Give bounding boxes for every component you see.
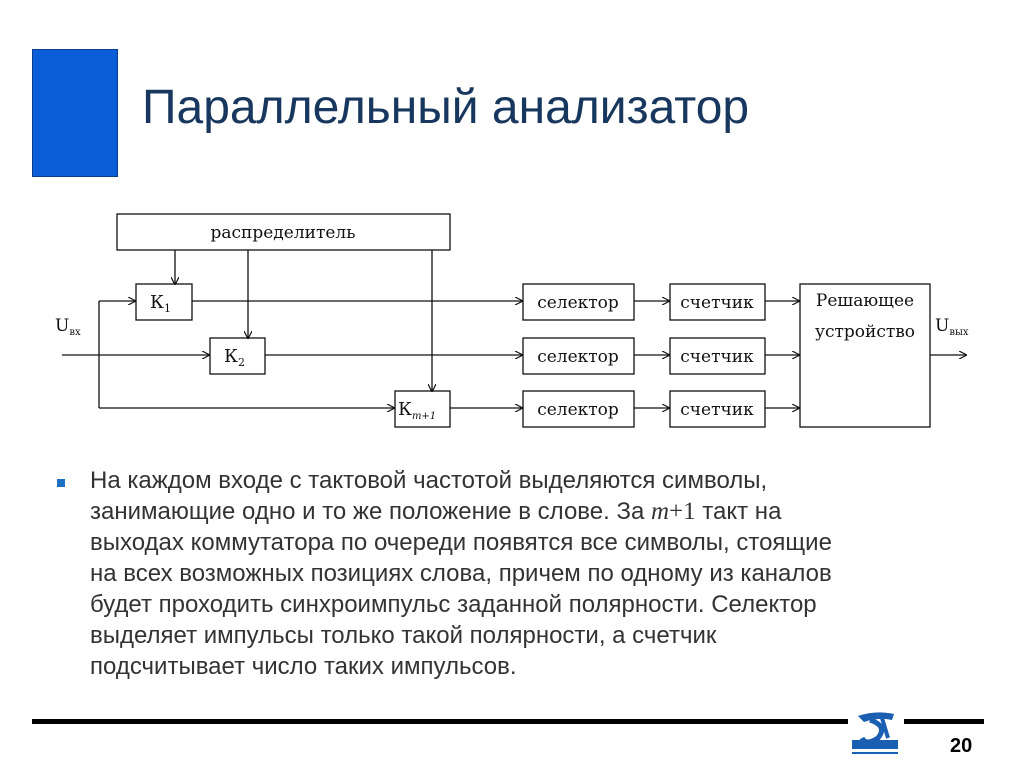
key-k1-label: К1 xyxy=(150,292,171,315)
body-line-6: выделяет импульсы только такой полярност… xyxy=(90,622,717,649)
body-paragraph: На каждом входе с тактовой частотой выде… xyxy=(90,465,990,682)
bullet-marker xyxy=(57,479,65,487)
page-number: 20 xyxy=(950,735,973,757)
selector-box-3 xyxy=(522,390,635,428)
page-title: Параллельный анализатор xyxy=(142,81,750,134)
body-line-4: на всех возможных позициях слова, причем… xyxy=(90,560,832,587)
selector-label-2: селектор xyxy=(537,347,619,367)
distributor-label: распределитель xyxy=(211,223,356,243)
key-k2-label: К2 xyxy=(224,346,245,369)
decision-device-box xyxy=(799,283,931,428)
key-k2-box xyxy=(209,337,266,375)
body-line-2: занимающие одно и то же положение в слов… xyxy=(90,498,782,525)
body-line-5: будет проходить синхроимпульс заданной п… xyxy=(90,591,817,618)
counter-box-2 xyxy=(669,337,766,375)
key-km1-label: Кm+1 xyxy=(398,399,436,422)
key-km1-box xyxy=(394,390,451,428)
counter-label-3: счетчик xyxy=(680,400,754,420)
university-logo-icon xyxy=(848,708,904,758)
counter-label-1: счетчик xyxy=(680,293,754,313)
selector-label-3: селектор xyxy=(537,400,619,420)
decision-label-line1: Решающее xyxy=(816,291,914,311)
input-label: Uвх xyxy=(55,316,81,338)
selector-label-1: селектор xyxy=(537,293,619,313)
body-line-3: выходах коммутатора по очереди появятся … xyxy=(90,529,832,556)
body-line-1: На каждом входе с тактовой частотой выде… xyxy=(90,467,768,494)
output-label: Uвых xyxy=(935,316,969,338)
decision-label-line2: устройство xyxy=(815,322,915,342)
selector-box-2 xyxy=(522,337,635,375)
counter-box-3 xyxy=(669,390,766,428)
key-k1-box xyxy=(135,283,193,321)
selector-box-1 xyxy=(522,283,635,321)
title-accent-bar xyxy=(32,49,118,177)
footer-divider xyxy=(32,719,984,724)
counter-label-2: счетчик xyxy=(680,347,754,367)
distributor-box xyxy=(116,213,451,251)
body-line-7: подсчитывает число таких импульсов. xyxy=(90,653,517,680)
counter-box-1 xyxy=(669,283,766,321)
